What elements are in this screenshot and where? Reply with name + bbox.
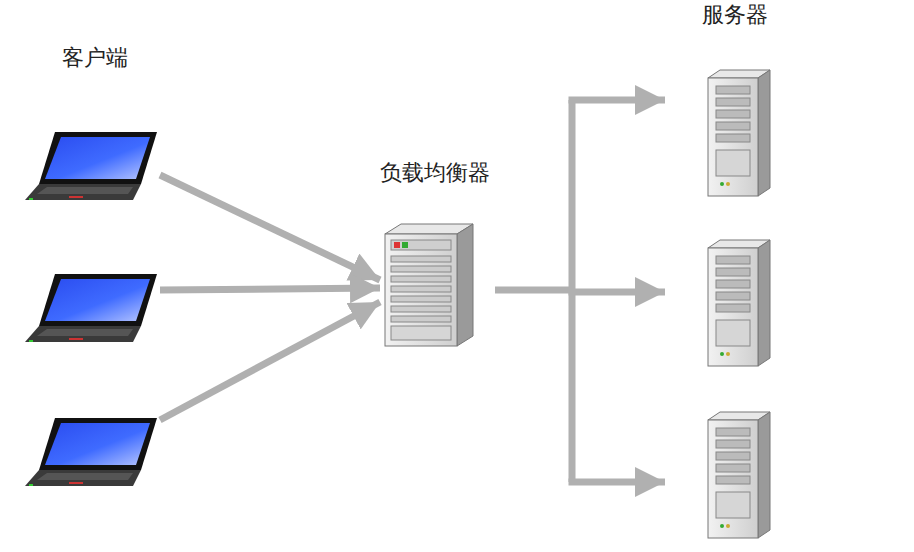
arrow-line <box>569 97 666 104</box>
node-group: 服务器 <box>665 2 805 547</box>
arrow-line <box>160 302 380 420</box>
load-balancer-icon <box>385 224 473 346</box>
laptop-icon <box>25 418 157 486</box>
arrow-line <box>569 289 666 296</box>
heading-label: 服务器 <box>665 2 805 28</box>
heading-label: 负载均衡器 <box>360 160 510 186</box>
server-icon <box>708 240 770 366</box>
server-icon <box>708 70 770 196</box>
connector <box>495 100 665 482</box>
arrow-line <box>160 175 380 280</box>
arrow-line <box>495 287 572 294</box>
heading-label: 客户端 <box>20 45 170 71</box>
node-group: 客户端 <box>20 45 170 495</box>
arrow-line <box>160 288 380 290</box>
connector <box>160 175 380 420</box>
laptop-icon <box>25 132 157 200</box>
server-icon <box>708 412 770 538</box>
laptop-icon <box>25 274 157 342</box>
arrow-line <box>569 479 666 486</box>
node-group: 负载均衡器 <box>360 160 510 355</box>
